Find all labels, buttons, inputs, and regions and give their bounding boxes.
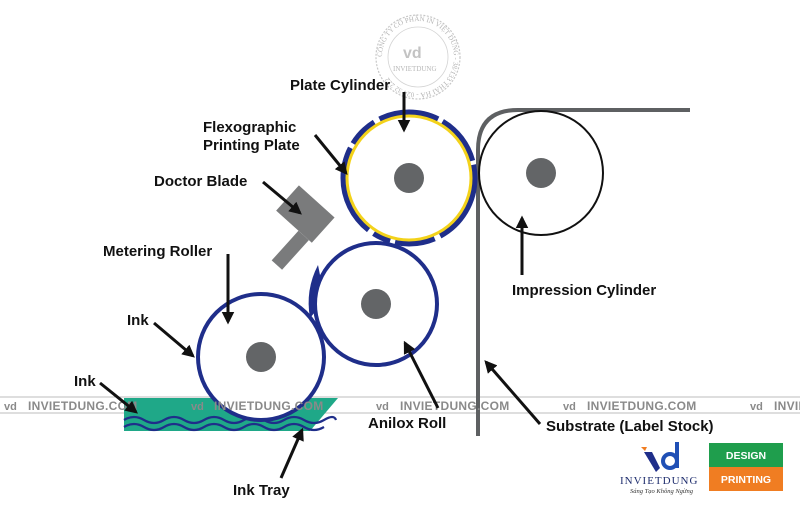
labels: Plate Cylinder Flexographic Printing Pla… bbox=[74, 77, 714, 499]
arrow-flexo-plate bbox=[313, 134, 348, 175]
label-flexo-plate-1: Flexographic bbox=[203, 119, 296, 136]
substrate-web bbox=[476, 108, 690, 436]
label-flexo-plate-2: Printing Plate bbox=[203, 137, 300, 154]
arrow-substrate bbox=[484, 360, 542, 425]
wm-text: INVIETDUNG.COM bbox=[587, 399, 697, 413]
wm-text: INVIETDUNG.COM bbox=[214, 399, 324, 413]
arrow-anilox bbox=[403, 340, 440, 409]
label-ink-upper: Ink bbox=[127, 312, 149, 329]
wm-logo: vd bbox=[191, 401, 204, 413]
plate-cylinder bbox=[340, 109, 478, 247]
ink-wave-1 bbox=[123, 415, 338, 425]
label-impression-cylinder: Impression Cylinder bbox=[512, 282, 656, 299]
arrow-ink-upper bbox=[153, 321, 195, 358]
brand-logo-icon bbox=[641, 442, 679, 472]
design-tag bbox=[709, 443, 783, 467]
label-anilox-roll: Anilox Roll bbox=[368, 415, 446, 432]
printing-tag bbox=[709, 467, 783, 491]
label-ink-lower: Ink bbox=[74, 373, 96, 390]
wm-text: INVIETDUNG.COM bbox=[28, 399, 138, 413]
ink-wave-2 bbox=[123, 422, 325, 432]
anilox-roll bbox=[313, 241, 439, 367]
design-tag-label: DESIGN bbox=[726, 450, 766, 462]
impression-hub bbox=[526, 158, 556, 188]
leader-arrows bbox=[99, 92, 542, 479]
wm-logo: vd bbox=[563, 401, 576, 413]
printing-tag-label: PRINTING bbox=[721, 474, 771, 486]
wm-logo: vd bbox=[750, 401, 763, 413]
plate-hub bbox=[394, 163, 424, 193]
label-plate-cylinder: Plate Cylinder bbox=[290, 77, 390, 94]
watermark-texts: vd INVIETDUNG.COM vd INVIETDUNG.COM vd I… bbox=[4, 399, 800, 413]
wm-text: INVIETDUNG.COM bbox=[774, 399, 800, 413]
arrow-ink-lower bbox=[99, 381, 138, 414]
wm-logo: vd bbox=[376, 401, 389, 413]
label-ink-tray: Ink Tray bbox=[233, 482, 290, 499]
brand-name: INVIETDUNG bbox=[620, 475, 698, 487]
anilox-hub bbox=[361, 289, 391, 319]
brand-block: INVIETDUNG Sáng Tạo Không Ngừng DESIGN P… bbox=[620, 442, 783, 495]
stamp-logo: vd bbox=[403, 45, 422, 62]
doctor-blade bbox=[271, 185, 335, 270]
arrow-ink-tray bbox=[279, 427, 304, 479]
wm-logo: vd bbox=[4, 401, 17, 413]
metering-roller bbox=[196, 292, 326, 422]
arrow-doctor-blade bbox=[262, 180, 302, 215]
label-doctor-blade: Doctor Blade bbox=[154, 173, 247, 190]
brand-slogan: Sáng Tạo Không Ngừng bbox=[630, 488, 694, 495]
metering-hub bbox=[246, 342, 276, 372]
label-metering-roller: Metering Roller bbox=[103, 243, 212, 260]
stamp-title: INVIETDUNG bbox=[393, 65, 437, 73]
label-substrate: Substrate (Label Stock) bbox=[546, 418, 714, 435]
impression-cylinder bbox=[478, 110, 604, 236]
wm-text: INVIETDUNG.COM bbox=[400, 399, 510, 413]
